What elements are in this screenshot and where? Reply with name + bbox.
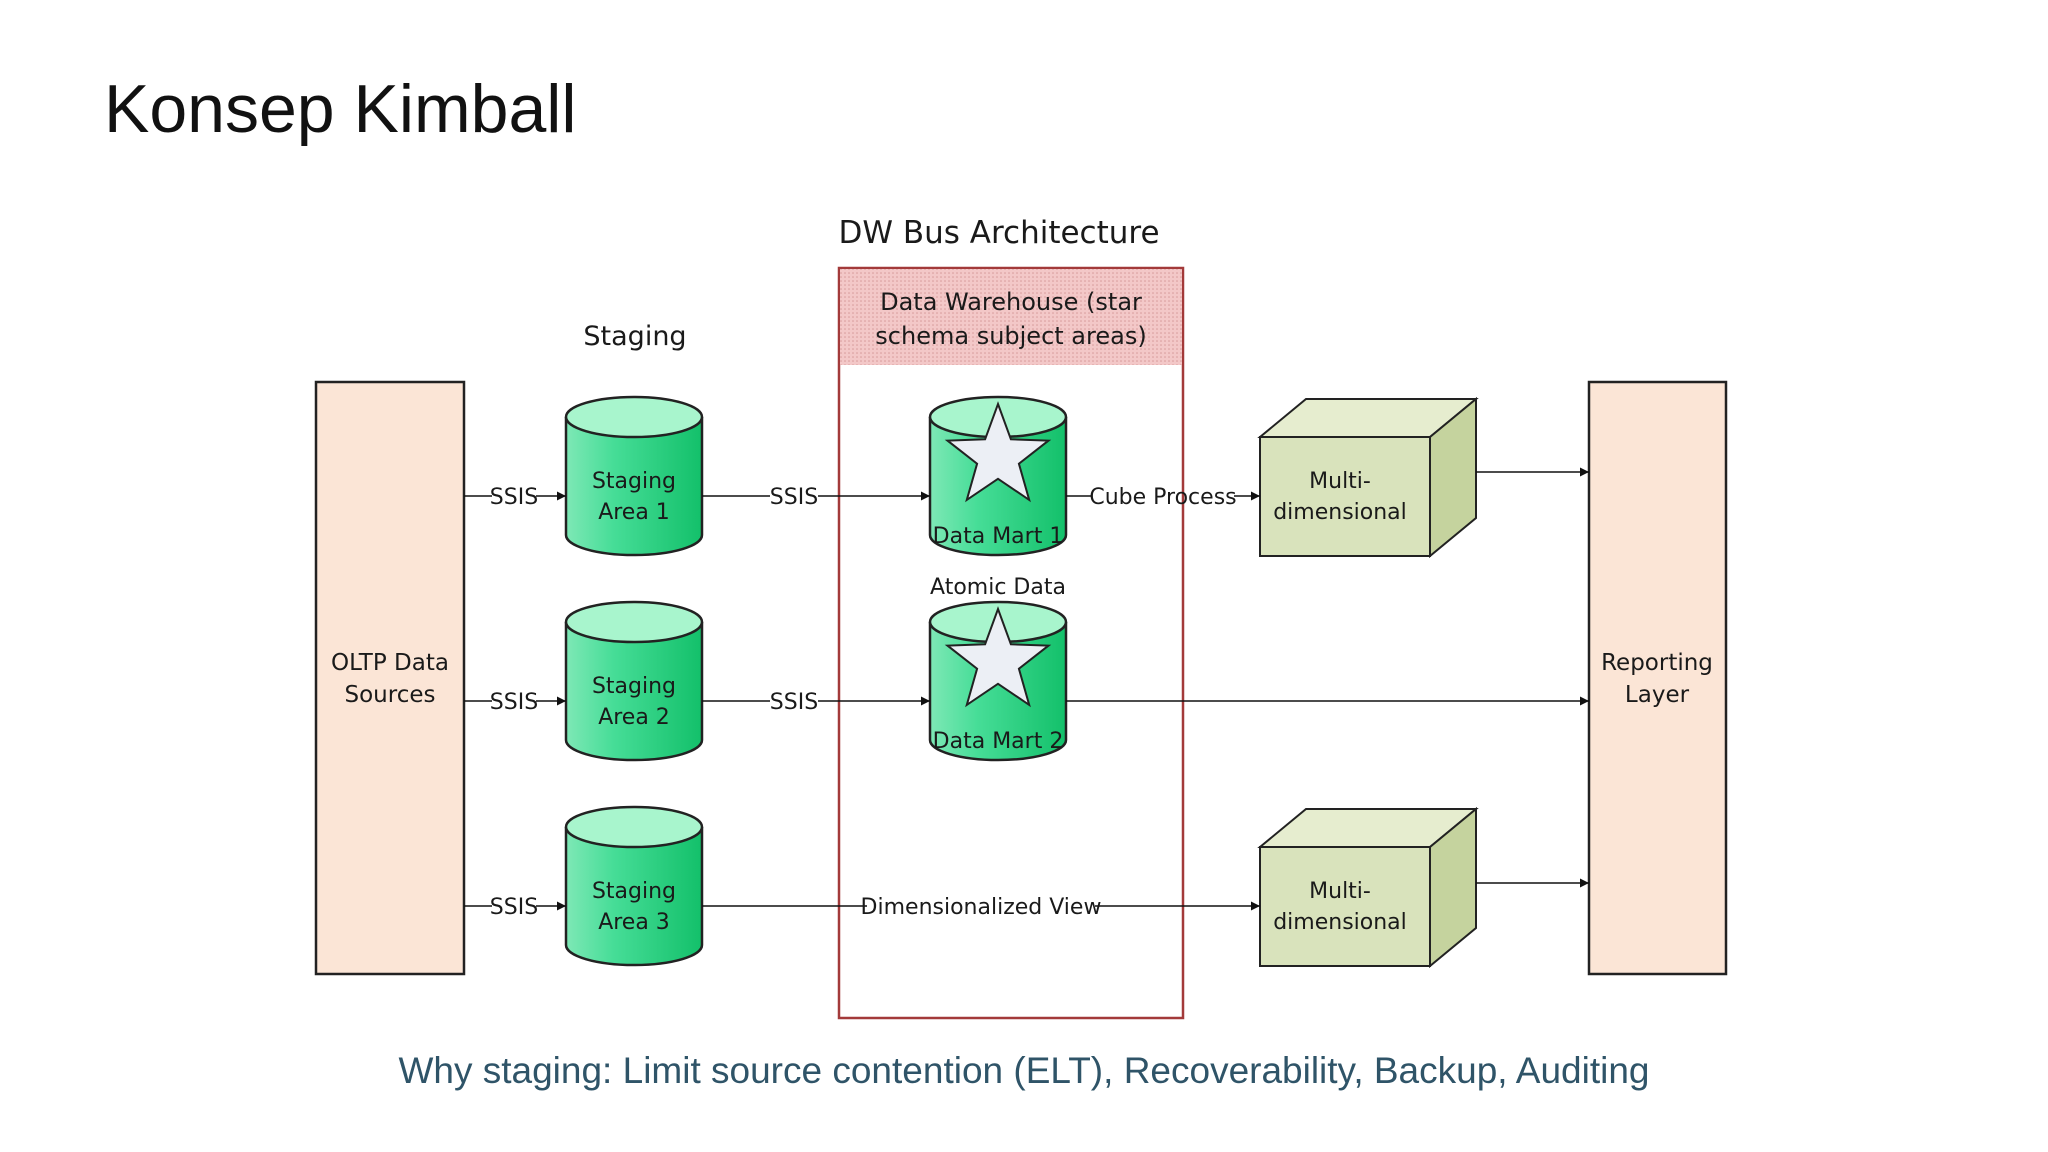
reporting-layer: Reporting Layer bbox=[1587, 380, 1728, 976]
staging-3-line2: Area 3 bbox=[598, 910, 670, 935]
cube-1-line2: dimensional bbox=[1273, 500, 1407, 525]
staging-2-line1: Staging bbox=[592, 674, 676, 699]
slide-footer: Why staging: Limit source contention (EL… bbox=[398, 1050, 1650, 1091]
cube-process-label: Cube Process bbox=[1089, 485, 1236, 510]
star-icon bbox=[944, 606, 1052, 708]
ssis-label: SSIS bbox=[490, 485, 538, 510]
slide-title: Konsep Kimball bbox=[104, 71, 577, 147]
staging-heading: Staging bbox=[583, 321, 686, 352]
atomic-data-label: Atomic Data bbox=[930, 575, 1066, 600]
staging-2-line2: Area 2 bbox=[598, 705, 670, 730]
staging-area-1: Staging Area 1 bbox=[564, 395, 704, 557]
multidimensional-cube-1: Multi- dimensional bbox=[1257, 396, 1479, 559]
staging-area-3: Staging Area 3 bbox=[564, 805, 704, 967]
warehouse-label-line2: schema subject areas) bbox=[875, 322, 1146, 350]
reporting-label-line1: Reporting bbox=[1601, 650, 1713, 676]
data-warehouse-box: Data Warehouse (star schema subject area… bbox=[837, 266, 1185, 1020]
reporting-label-line2: Layer bbox=[1625, 682, 1690, 708]
diagram-heading: DW Bus Architecture bbox=[838, 215, 1159, 251]
cube-2-line1: Multi- bbox=[1309, 879, 1371, 904]
staging-1-line2: Area 1 bbox=[598, 500, 670, 525]
ssis-label: SSIS bbox=[770, 485, 818, 510]
dimensionalized-view-label: Dimensionalized View bbox=[861, 895, 1102, 920]
data-mart-2: Data Mart 2 bbox=[928, 600, 1068, 762]
source-label-line1: OLTP Data bbox=[331, 650, 449, 676]
source-label-line2: Sources bbox=[345, 682, 436, 708]
staging-1-line1: Staging bbox=[592, 469, 676, 494]
data-mart-2-label: Data Mart 2 bbox=[933, 729, 1064, 754]
data-mart-1: Data Mart 1 bbox=[928, 395, 1068, 557]
cube-2-line2: dimensional bbox=[1273, 910, 1407, 935]
oltp-data-sources: OLTP Data Sources bbox=[314, 380, 466, 976]
ssis-label: SSIS bbox=[770, 690, 818, 715]
multidimensional-cube-2: Multi- dimensional bbox=[1257, 806, 1479, 969]
staging-area-2: Staging Area 2 bbox=[564, 600, 704, 762]
cube-1-line1: Multi- bbox=[1309, 469, 1371, 494]
ssis-label: SSIS bbox=[490, 690, 538, 715]
ssis-label: SSIS bbox=[490, 895, 538, 920]
warehouse-label-line1: Data Warehouse (star bbox=[880, 288, 1142, 316]
staging-3-line1: Staging bbox=[592, 879, 676, 904]
star-icon bbox=[944, 401, 1052, 503]
data-mart-1-label: Data Mart 1 bbox=[933, 524, 1064, 549]
